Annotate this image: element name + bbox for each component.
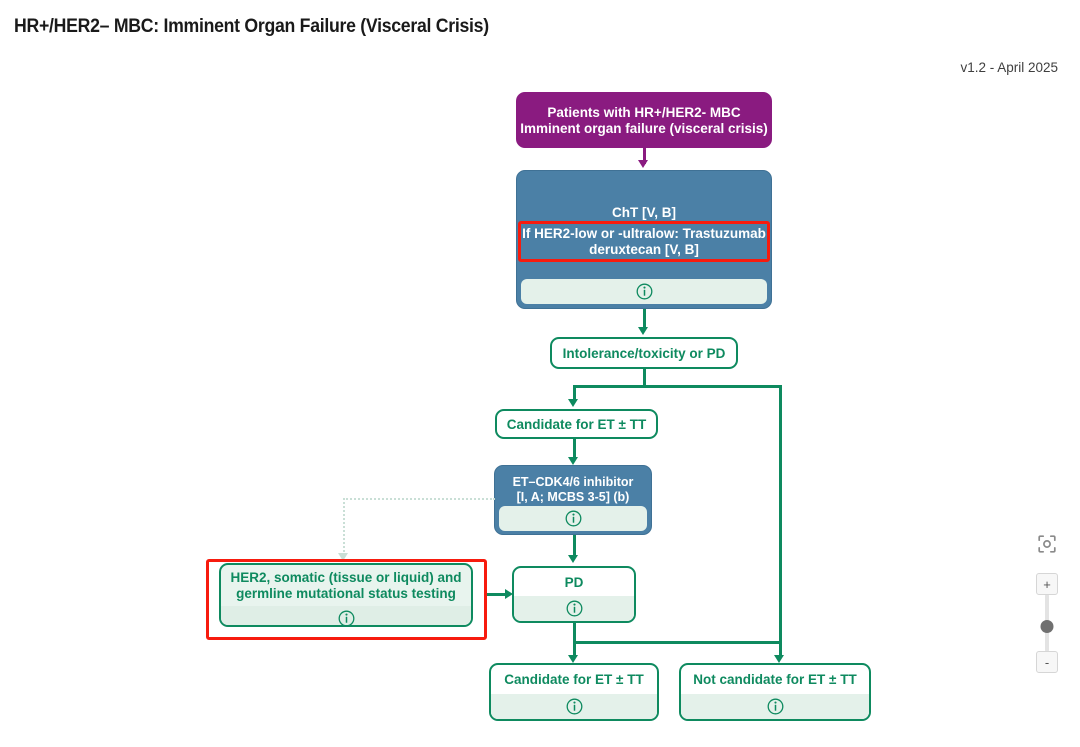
node-cht-infobar[interactable] <box>521 279 767 304</box>
arrowhead-dotted-to-her2-testing <box>338 553 348 561</box>
node-candidate-et-top[interactable]: Candidate for ET ± TT <box>495 409 658 439</box>
node-pd-label: PD <box>564 574 584 590</box>
connector-bottom-left <box>573 641 576 658</box>
arrowhead-candidate-to-etcdk <box>568 457 578 465</box>
node-et-cdk46-inhibitor[interactable]: ET–CDK4/6 inhibitor [I, A; MCBS 3-5] (b) <box>494 465 652 535</box>
node-candidate-et-bottom[interactable]: Candidate for ET ± TT <box>489 663 659 721</box>
connector-etcdk-to-pd <box>573 535 576 558</box>
node-candidate-et-bottom-body: Candidate for ET ± TT <box>491 665 657 694</box>
connector-split-left <box>573 385 576 402</box>
node-her2-testing-line1: HER2, somatic (tissue or liquid) and <box>230 570 462 585</box>
zoom-slider-handle[interactable] <box>1040 620 1054 633</box>
node-et-cdk46-body: ET–CDK4/6 inhibitor [I, A; MCBS 3-5] (b) <box>499 470 647 506</box>
info-icon[interactable] <box>636 283 653 300</box>
node-pd[interactable]: PD <box>512 566 636 623</box>
info-icon[interactable] <box>566 600 583 617</box>
zoom-controls[interactable]: + - <box>1036 533 1058 673</box>
connector-dotted-vertical <box>343 498 345 556</box>
node-start-body: Patients with HR+/HER2- MBC Imminent org… <box>517 93 771 147</box>
node-start-line1: Patients with HR+/HER2- MBC <box>547 104 741 120</box>
node-pd-infobar[interactable] <box>514 596 634 621</box>
node-her2-testing[interactable]: HER2, somatic (tissue or liquid) and ger… <box>219 563 473 627</box>
node-et-cdk46-line2: [I, A; MCBS 3-5] (b) <box>516 489 630 504</box>
focus-frame-icon[interactable] <box>1036 533 1058 555</box>
highlight-her2-low-line2: Trastuzumab deruxtecan [V, B] <box>589 225 766 257</box>
node-not-candidate-et-label: Not candidate for ET ± TT <box>693 672 857 688</box>
arrowhead-etcdk-to-pd <box>568 555 578 563</box>
zoom-out-button[interactable]: - <box>1036 651 1058 673</box>
node-candidate-et-top-body: Candidate for ET ± TT <box>497 411 656 437</box>
node-et-cdk46-infobar[interactable] <box>499 506 647 532</box>
zoom-in-button[interactable]: + <box>1036 573 1058 595</box>
info-icon[interactable] <box>767 698 784 715</box>
connector-intolerance-stem <box>643 369 646 386</box>
connector-pd-stem <box>573 623 576 643</box>
arrowhead-cht-to-intolerance <box>638 327 648 335</box>
connector-candidate-to-etcdk <box>573 439 576 460</box>
zoom-slider-track[interactable] <box>1040 594 1054 652</box>
node-her2-testing-body: HER2, somatic (tissue or liquid) and ger… <box>221 565 471 606</box>
connector-bottom-split <box>573 641 781 644</box>
arrowhead-start-to-cht <box>638 160 648 168</box>
connector-intolerance-split <box>573 385 781 388</box>
arrowhead-to-not-candidate <box>774 655 784 663</box>
node-start-patients[interactable]: Patients with HR+/HER2- MBC Imminent org… <box>516 92 772 148</box>
node-intolerance-label: Intolerance/toxicity or PD <box>562 345 726 361</box>
node-pd-body: PD <box>514 568 634 596</box>
node-candidate-et-bottom-label: Candidate for ET ± TT <box>504 672 644 688</box>
arrowhead-her2-testing-to-pd <box>505 589 513 599</box>
highlight-her2-low-box[interactable]: If HER2-low or -ultralow: Trastuzumab de… <box>518 221 770 262</box>
node-her2-testing-infobar[interactable] <box>221 605 471 625</box>
arrowhead-to-candidate-top <box>568 399 578 407</box>
node-intolerance-pd[interactable]: Intolerance/toxicity or PD <box>550 337 738 369</box>
info-icon[interactable] <box>565 510 582 527</box>
page-title: HR+/HER2– MBC: Imminent Organ Failure (V… <box>14 16 489 37</box>
arrowhead-to-candidate-bottom <box>568 655 578 663</box>
connector-cht-to-intolerance <box>643 309 646 330</box>
node-not-candidate-et-infobar[interactable] <box>681 694 869 719</box>
connector-her2-testing-to-pd <box>487 593 509 596</box>
node-et-cdk46-line1: ET–CDK4/6 inhibitor <box>512 475 634 489</box>
highlight-her2-low-text: If HER2-low or -ultralow: Trastuzumab de… <box>521 226 767 258</box>
node-intolerance-body: Intolerance/toxicity or PD <box>552 339 736 367</box>
highlight-her2-low-line1: If HER2-low or -ultralow: <box>522 225 679 241</box>
connector-split-right-bypass <box>779 385 782 643</box>
connector-bottom-right <box>779 641 782 658</box>
node-candidate-et-top-label: Candidate for ET ± TT <box>506 416 647 432</box>
version-label: v1.2 - April 2025 <box>960 60 1058 75</box>
node-candidate-et-bottom-infobar[interactable] <box>491 694 657 719</box>
info-icon[interactable] <box>338 610 355 625</box>
info-icon[interactable] <box>566 698 583 715</box>
node-not-candidate-et-body: Not candidate for ET ± TT <box>681 665 869 694</box>
node-not-candidate-et[interactable]: Not candidate for ET ± TT <box>679 663 871 721</box>
node-cht-line1: ChT [V, B] <box>612 204 676 220</box>
connector-start-to-cht <box>643 148 646 164</box>
node-start-line2: Imminent organ failure (visceral crisis) <box>520 120 768 136</box>
node-her2-testing-line2: germline mutational status testing <box>236 585 456 601</box>
connector-dotted-horizontal <box>343 498 495 500</box>
